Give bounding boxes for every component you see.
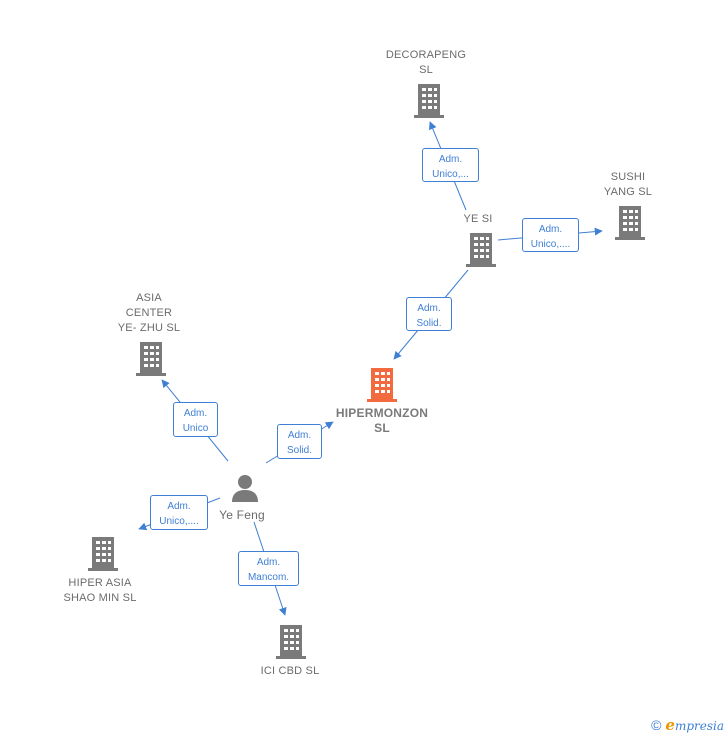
edge-label-yesi-hipermonzon[interactable]: Adm. Solid. xyxy=(406,297,452,331)
person-icon-yefeng[interactable] xyxy=(230,473,260,503)
node-label-decorapeng: DECORAPENG SL xyxy=(385,49,467,76)
edge-label-yefeng-hipermonzon[interactable]: Adm. Solid. xyxy=(277,424,322,459)
edge-label-yefeng-hiperasia[interactable]: Adm. Unico,.... xyxy=(150,495,208,530)
node-label-yesi: YE SI xyxy=(463,213,493,225)
building-icon-hipermonzon[interactable] xyxy=(366,368,398,402)
node-label-hiper-asia: HIPER ASIA SHAO MIN SL xyxy=(63,577,137,604)
edge-label-yefeng-asia[interactable]: Adm. Unico xyxy=(173,402,218,437)
node-label-yefeng: Ye Feng xyxy=(219,508,265,522)
edge-label-yefeng-ici[interactable]: Adm. Mancom. xyxy=(238,551,299,586)
building-icon-hiper-asia[interactable] xyxy=(87,537,119,571)
building-icon-yesi[interactable] xyxy=(465,233,497,267)
copyright-icon: © xyxy=(651,717,662,733)
edge-label-yesi-sushi[interactable]: Adm. Unico,.... xyxy=(522,218,579,252)
building-icon-asia-center[interactable] xyxy=(135,342,167,376)
node-label-asia-center: ASIA CENTER YE- ZHU SL xyxy=(117,292,181,334)
node-label-sushi: SUSHI YANG SL xyxy=(603,171,653,198)
building-icon-sushi[interactable] xyxy=(614,206,646,240)
footer-brand: © empresia xyxy=(651,716,724,734)
brand-logo: empresia xyxy=(665,716,724,734)
building-icon-decorapeng[interactable] xyxy=(413,84,445,118)
node-label-hipermonzon: HIPERMONZON SL xyxy=(335,406,429,435)
edge-label-yesi-decorapeng[interactable]: Adm. Unico,... xyxy=(422,148,479,182)
node-label-ici-cbd: ICI CBD SL xyxy=(260,665,320,677)
building-icon-ici-cbd[interactable] xyxy=(275,625,307,659)
